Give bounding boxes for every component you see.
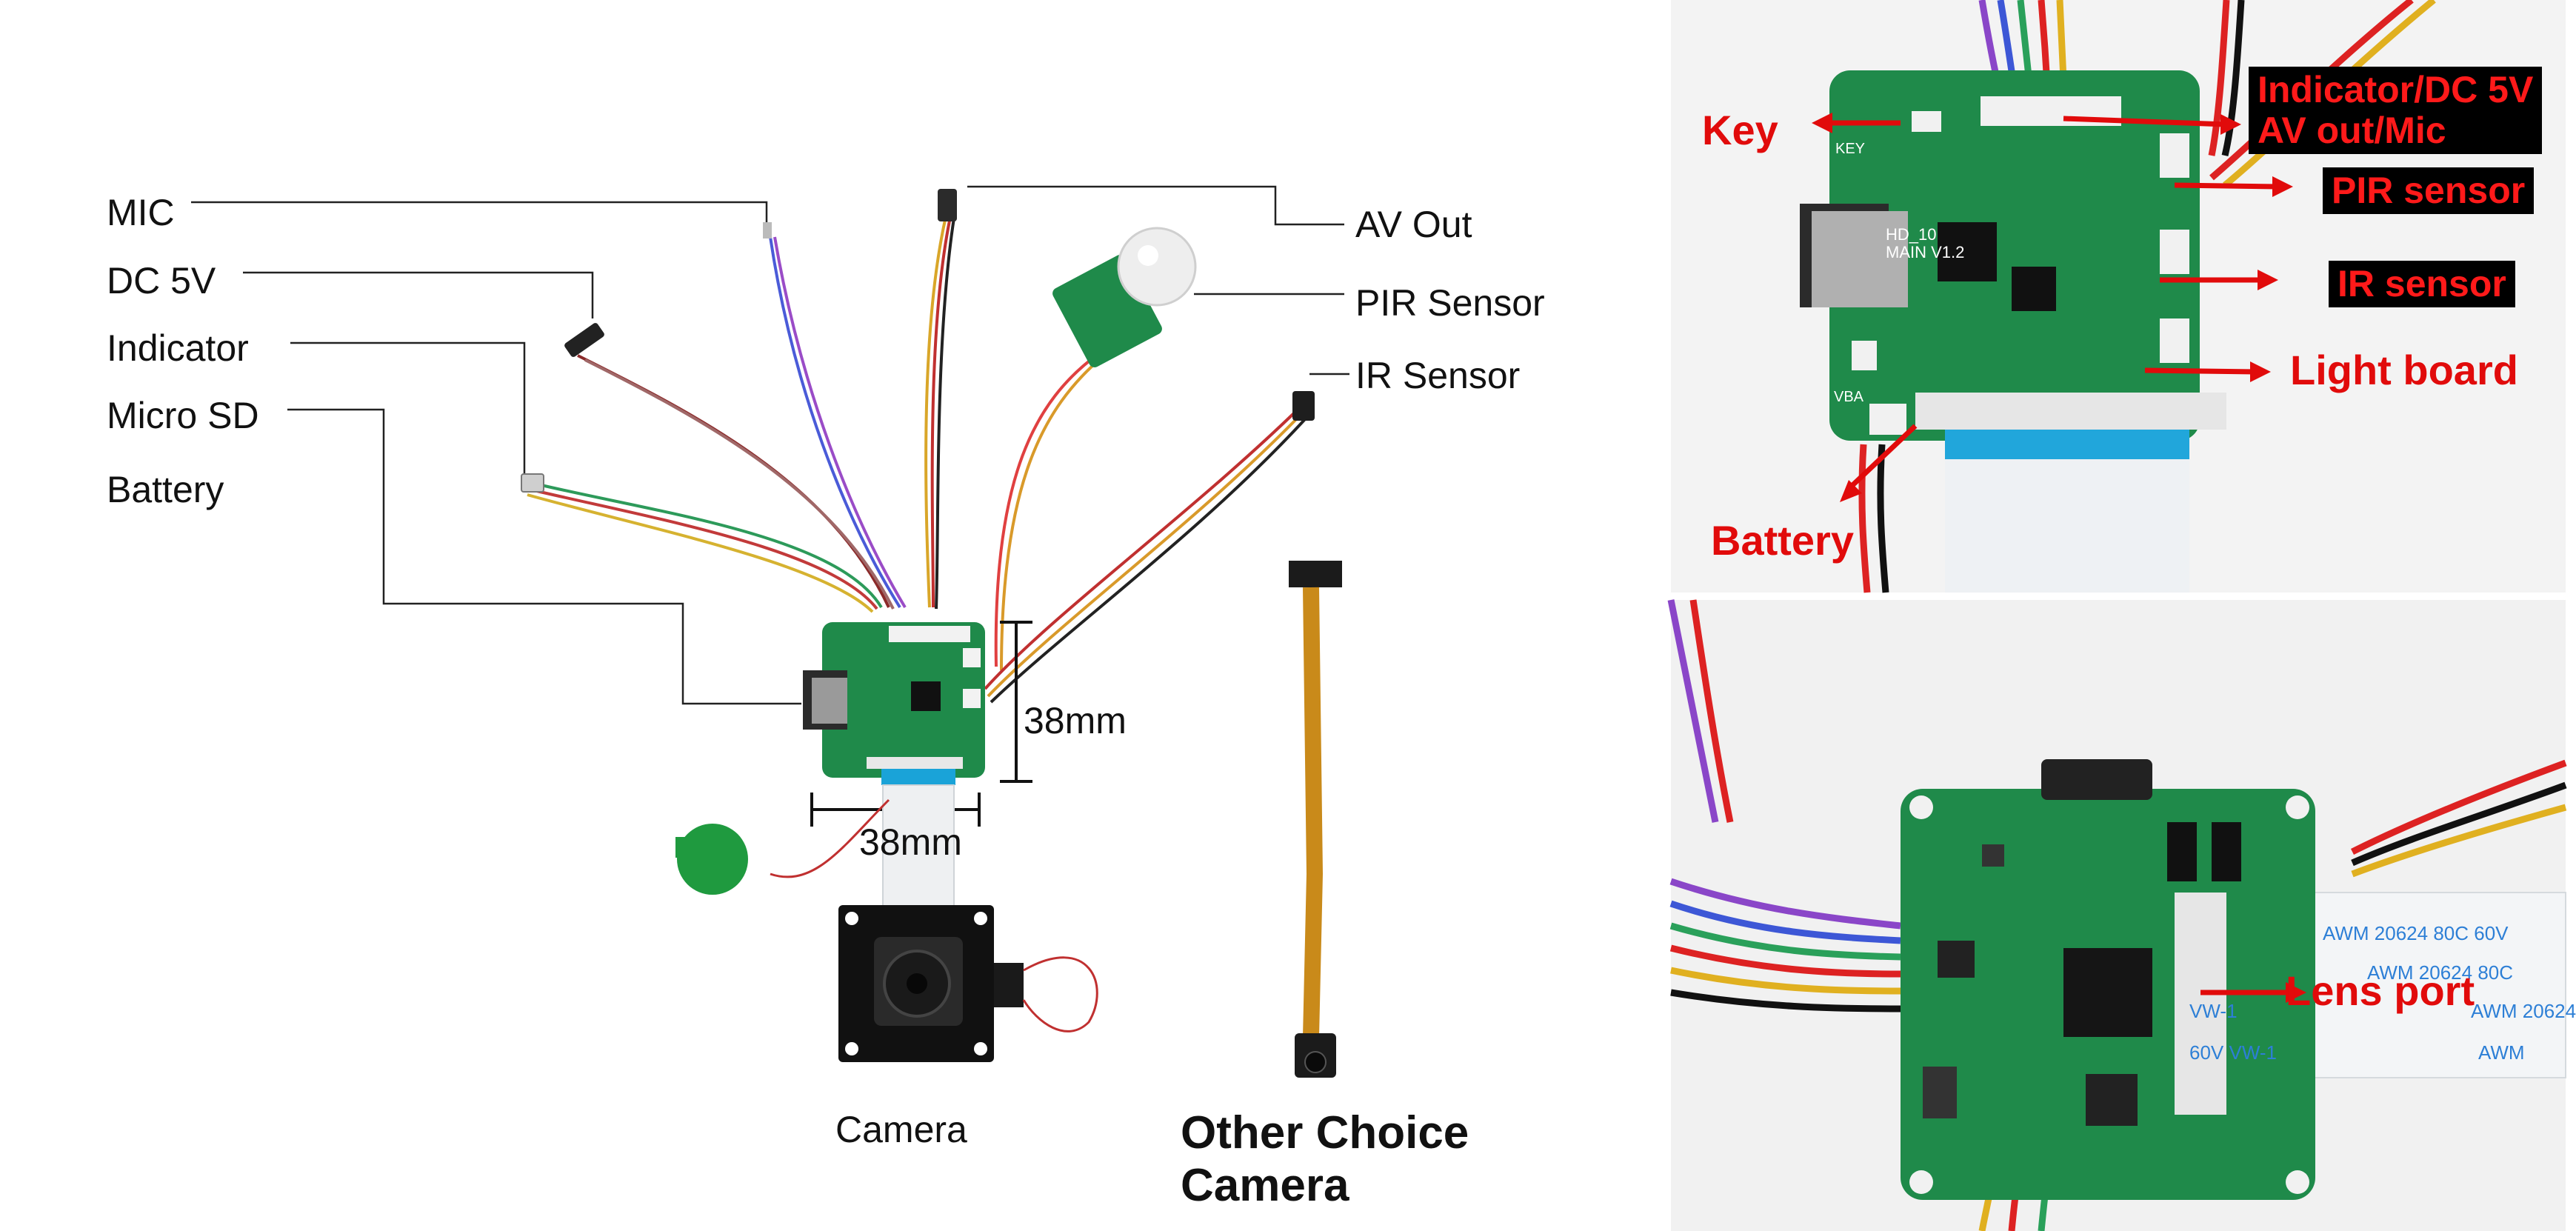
- indicator-label: Indicator: [107, 327, 249, 369]
- cable-print-1: AWM 20624 80C 60V: [2323, 922, 2509, 944]
- ir-callout: IR sensor: [2329, 261, 2515, 307]
- mic-connector: [763, 222, 772, 238]
- pir-sensor-module: [1052, 227, 1197, 367]
- bottom-pcb: [1901, 759, 2315, 1200]
- cable-print-6: AWM: [2478, 1041, 2525, 1064]
- lens-port-arrow: [2200, 982, 2306, 1003]
- top-pcb: [1800, 70, 2226, 593]
- width-dimension-label: 38mm: [859, 821, 962, 863]
- dc5v-label: DC 5V: [107, 260, 216, 301]
- indicator-led: [521, 473, 544, 493]
- leader-lines: [191, 185, 1349, 705]
- ir-sensor-plug: [1292, 391, 1315, 421]
- light-board-callout: Light board: [2290, 347, 2518, 393]
- indicator-callout-line2: AV out/Mic: [2258, 110, 2446, 151]
- board-silkscreen-model: HD_10 MAIN V1.2: [1886, 225, 1965, 262]
- board-bottom-drawing: [1667, 599, 2567, 1231]
- board-top-photo-panel: HD_10 MAIN V1.2 KEY VBA Key Indicator/DC…: [1671, 0, 2566, 593]
- pir-sensor-label: PIR Sensor: [1355, 282, 1545, 324]
- microsd-label: Micro SD: [107, 395, 259, 436]
- av-out-jack: [938, 189, 957, 221]
- key-silkscreen: KEY: [1835, 141, 1866, 157]
- av-out-label: AV Out: [1355, 204, 1472, 245]
- battery-label: Battery: [107, 469, 224, 510]
- vbat-silkscreen: VBA: [1834, 389, 1864, 405]
- main-board: [803, 622, 985, 785]
- camera-module: [838, 905, 1098, 1062]
- other-choice-line2: Camera: [1181, 1160, 1349, 1212]
- board-bottom-photo-panel: AWM 20624 80C 60V AWM 20624 80C VW-1 AWM…: [1667, 599, 2576, 1231]
- backup-battery: [675, 798, 890, 895]
- cable-print-4: 60V VW-1: [2189, 1041, 2278, 1064]
- mic-label: MIC: [107, 192, 175, 233]
- wiring-diagram-panel: MIC DC 5V Indicator Micro SD Battery AV …: [107, 185, 1545, 1212]
- dc5v-plug: [564, 323, 604, 357]
- key-callout: Key: [1702, 107, 1778, 153]
- ir-sensor-label: IR Sensor: [1355, 355, 1521, 396]
- pir-callout: PIR sensor: [2323, 167, 2535, 214]
- board-top-drawing: [1800, 0, 2436, 593]
- flex-camera: [1289, 561, 1342, 1078]
- ribbon-cable: [882, 784, 955, 908]
- wiring-diagram-drawing: [191, 185, 1349, 1078]
- other-choice-line1: Other Choice: [1181, 1107, 1469, 1158]
- camera-label: Camera: [835, 1109, 967, 1150]
- height-dimension-label: 38mm: [1024, 700, 1127, 741]
- battery-callout: Battery: [1711, 517, 1854, 564]
- top-callout-arrows: [1812, 113, 2293, 502]
- cable-bundle: [525, 207, 1307, 704]
- cable-print-2: AWM 20624 80C: [2367, 961, 2514, 984]
- cable-print-3: VW-1: [2189, 1000, 2238, 1022]
- indicator-callout-box: Indicator/DC 5V AV out/Mic: [2249, 67, 2543, 154]
- bottom-wires: [1667, 599, 2567, 1231]
- cable-print-5: AWM 20624: [2471, 1000, 2576, 1022]
- lens-port-callout: Lens port: [2286, 967, 2475, 1014]
- indicator-callout-line1: Indicator/DC 5V: [2258, 69, 2534, 110]
- other-choice-caption: Other Choice Camera: [1181, 1107, 1469, 1212]
